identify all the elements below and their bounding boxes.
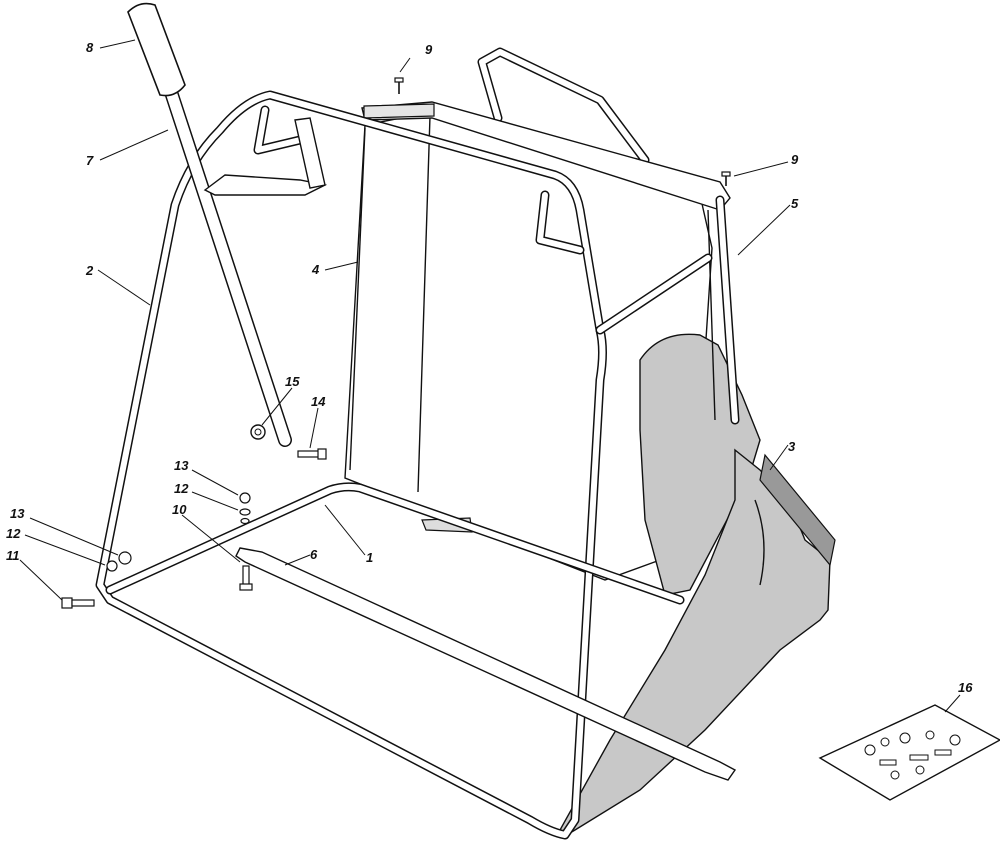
callout-13-left: 13 bbox=[10, 506, 25, 521]
callout-11: 11 bbox=[6, 548, 20, 563]
part-callouts: 8 7 2 4 9 9 5 3 1 6 15 14 13 12 10 13 12… bbox=[6, 40, 973, 695]
callout-12: 12 bbox=[174, 481, 189, 496]
callout-4: 4 bbox=[311, 262, 320, 277]
callout-6: 6 bbox=[310, 547, 318, 562]
callout-13: 13 bbox=[174, 458, 189, 473]
handle-rod-part-7 bbox=[165, 88, 328, 447]
washer-part-12-icon bbox=[239, 508, 251, 516]
callout-3: 3 bbox=[788, 439, 796, 454]
callout-9-top: 9 bbox=[425, 42, 433, 57]
screw-part-9-right-icon bbox=[721, 171, 731, 186]
hardware-bag-part-16 bbox=[818, 704, 1000, 801]
rear-handle bbox=[477, 47, 650, 165]
callout-9-right: 9 bbox=[791, 152, 799, 167]
frame-part-2 bbox=[95, 90, 607, 840]
bolt-part-14-icon bbox=[297, 448, 327, 460]
rear-frame-part-5 bbox=[595, 195, 740, 425]
leader-lines bbox=[19, 39, 961, 713]
screw-part-9-top-icon bbox=[394, 77, 404, 94]
nut-part-13-left-icon bbox=[118, 551, 132, 565]
callout-16: 16 bbox=[958, 680, 973, 695]
callout-8: 8 bbox=[86, 40, 94, 55]
hardware bbox=[61, 77, 731, 609]
handle-grip-part-8 bbox=[127, 2, 186, 97]
callout-10: 10 bbox=[172, 502, 187, 517]
callout-14: 14 bbox=[311, 394, 326, 409]
callout-5: 5 bbox=[791, 196, 799, 211]
cross-bar-part-6 bbox=[235, 547, 737, 781]
callout-2: 2 bbox=[85, 263, 94, 278]
bolt-part-10-icon bbox=[239, 565, 253, 591]
top-rim-strip bbox=[361, 101, 731, 211]
bottom-frame-part-1 bbox=[105, 482, 685, 605]
nut-part-13-icon bbox=[239, 492, 251, 504]
callout-1: 1 bbox=[366, 550, 373, 565]
callout-12-left: 12 bbox=[6, 526, 21, 541]
bolt-part-11-icon bbox=[61, 597, 95, 609]
callout-7: 7 bbox=[86, 153, 94, 168]
washer-part-12-left-icon bbox=[106, 560, 118, 572]
callout-15: 15 bbox=[285, 374, 300, 389]
